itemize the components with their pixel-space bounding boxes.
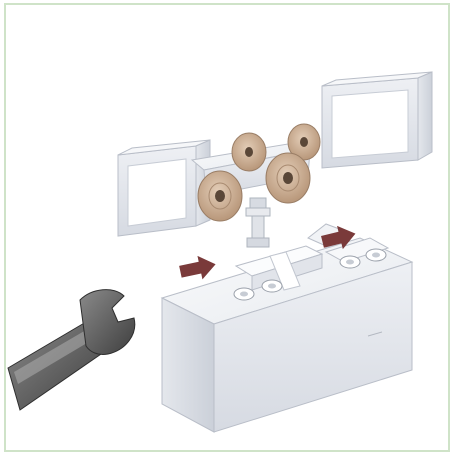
wrench-icon (8, 290, 135, 410)
screw-2 (262, 280, 282, 292)
rail-channel-left (118, 140, 210, 236)
screw-4 (366, 249, 386, 261)
trolley-wheel-front-right (266, 153, 310, 203)
screw-1 (234, 288, 254, 300)
trolley-wheel-back-left (232, 133, 266, 171)
arrow-icon (178, 253, 218, 284)
screw-3 (340, 256, 360, 268)
bolt (246, 198, 270, 247)
rail-channel-right (322, 72, 432, 168)
trolley-wheel-front-left (198, 171, 242, 221)
